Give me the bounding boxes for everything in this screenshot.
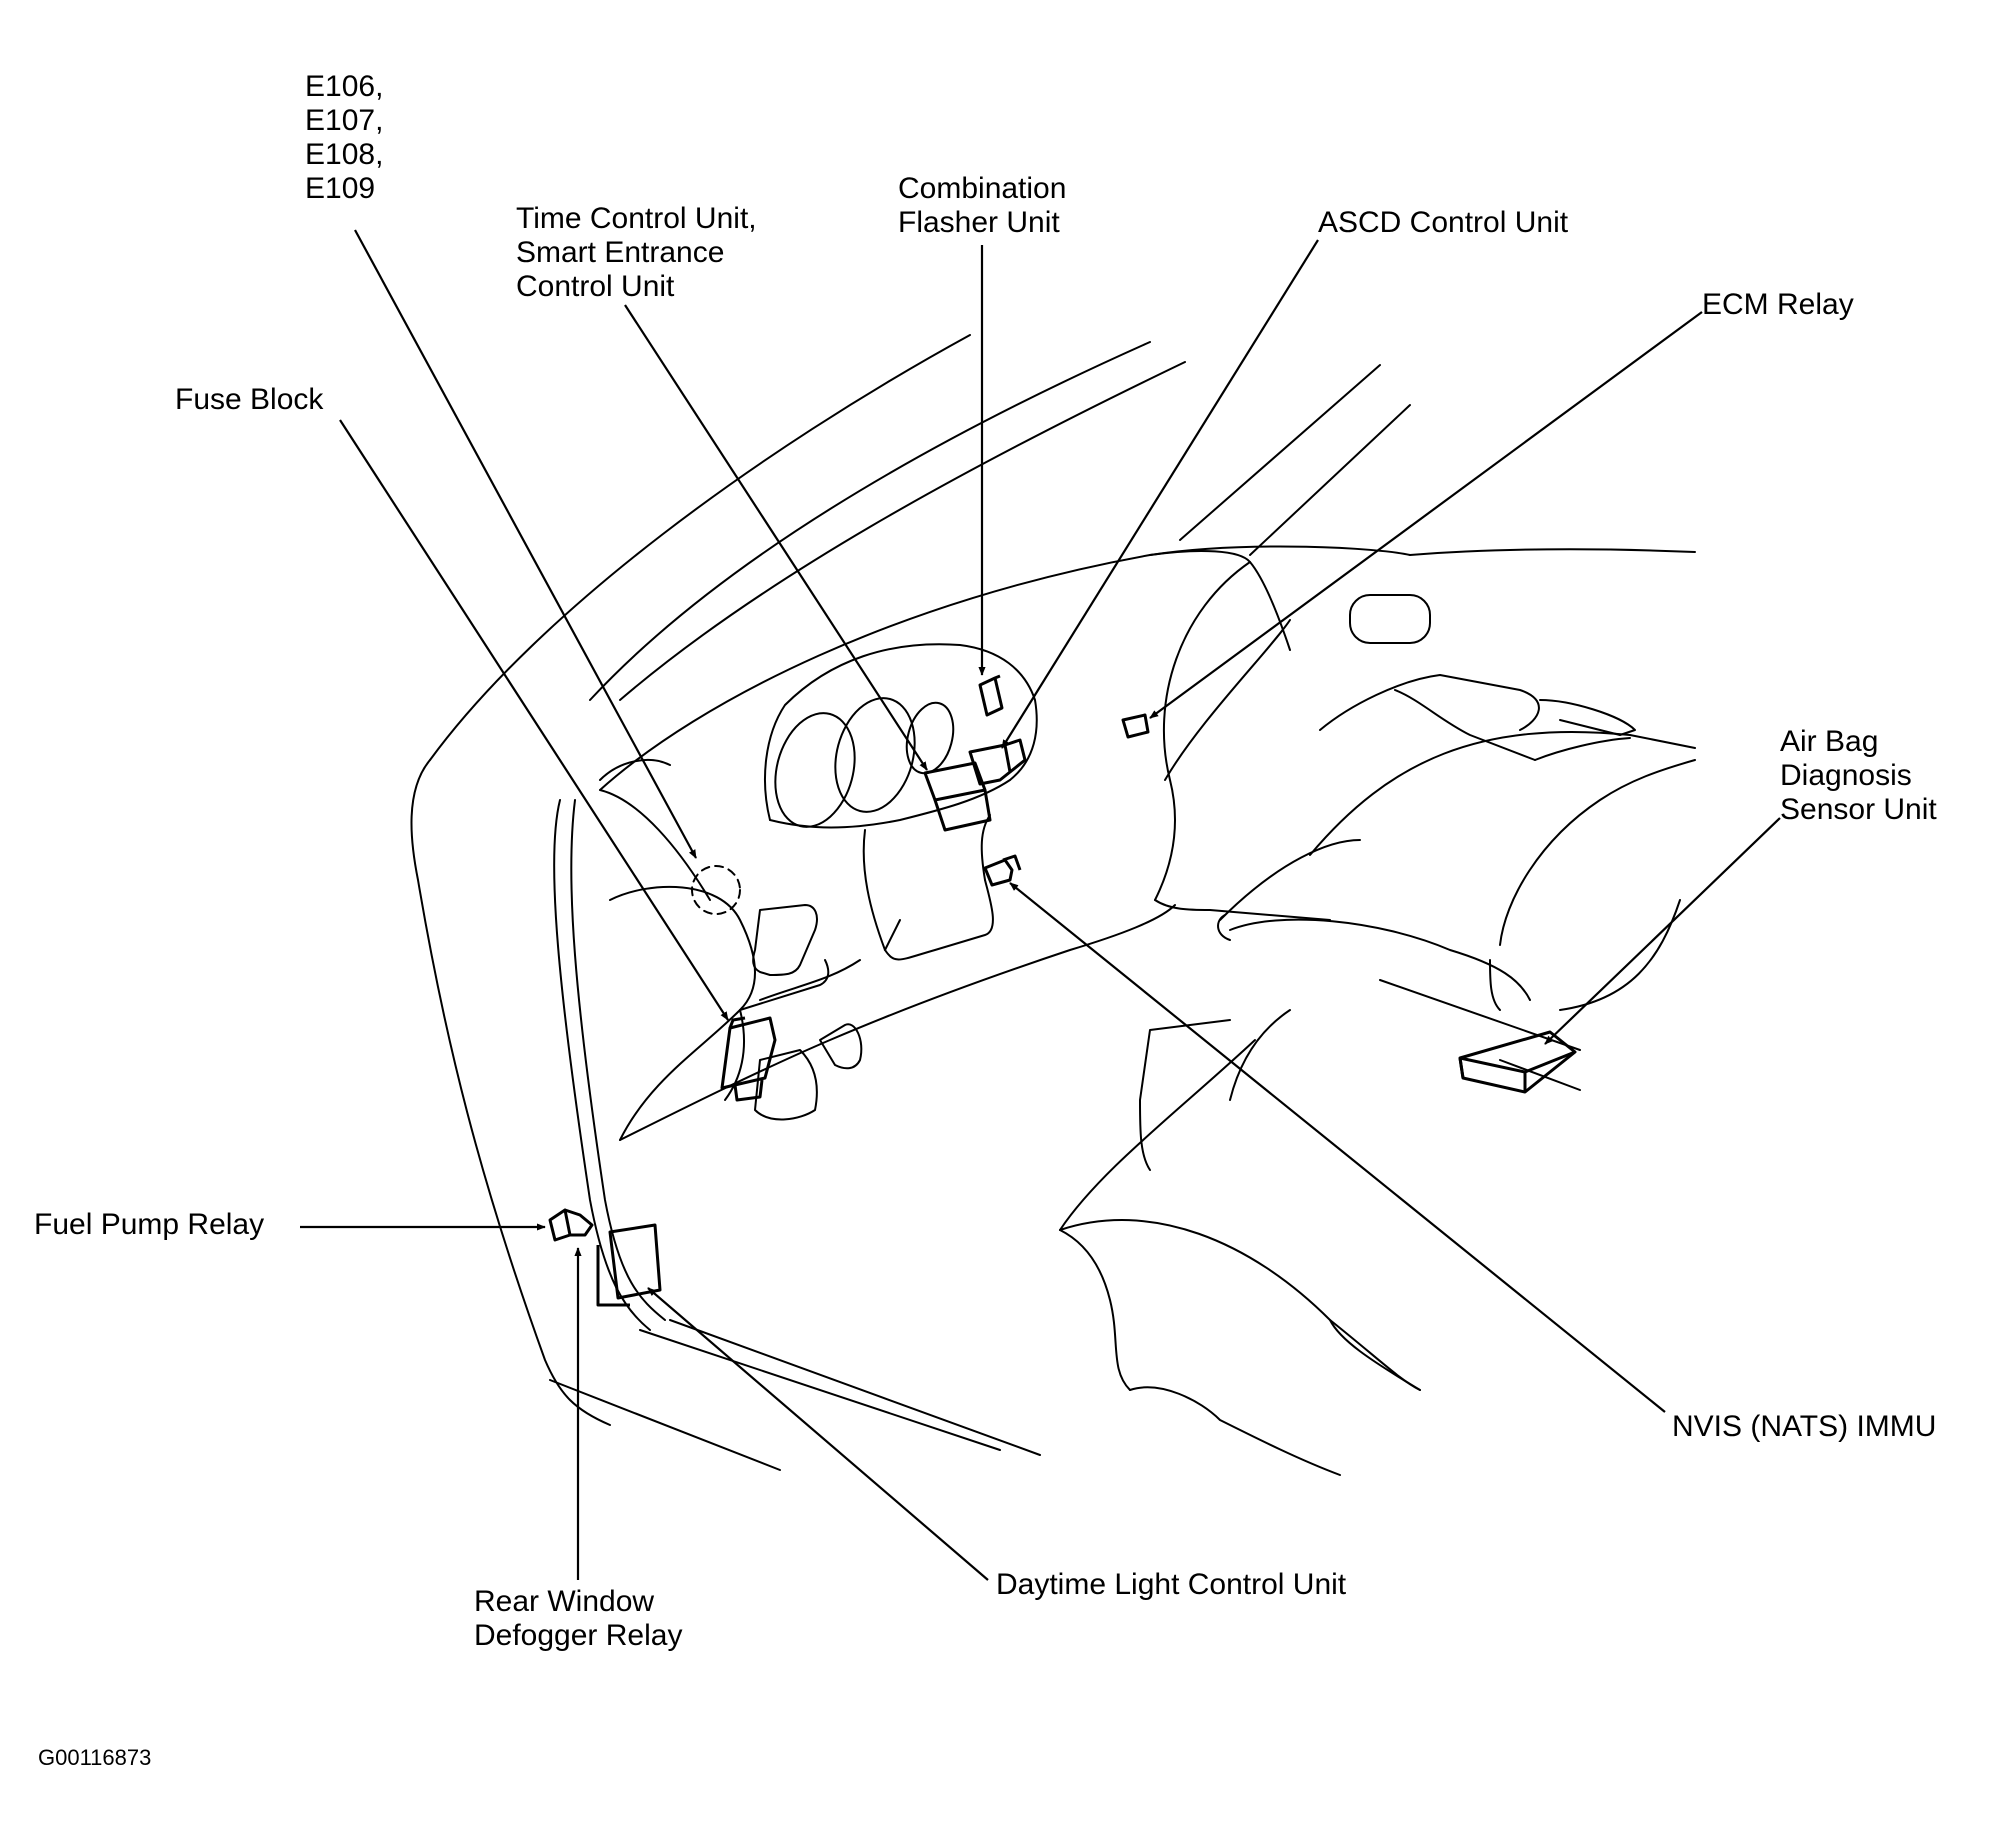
leader-fuse-block — [339, 419, 729, 1021]
ecm-relay-box — [1121, 713, 1150, 739]
label-e107: E107, — [305, 104, 384, 137]
leader-time-control — [624, 304, 928, 771]
label-e109: E109 — [305, 172, 376, 205]
leader-nvis — [1009, 882, 1666, 1413]
fuel-pump-relay-box — [548, 1208, 594, 1242]
label-line: Control Unit — [516, 270, 675, 303]
label-line: Diagnosis — [1780, 759, 1912, 792]
label-line: Defogger Relay — [474, 1619, 683, 1652]
windshield-outline — [429, 334, 1411, 761]
label-e106: E106, — [305, 70, 384, 103]
figure-id: G00116873 — [38, 1745, 152, 1770]
leader-ecm-relay — [1149, 311, 1703, 719]
label-line: Flasher Unit — [898, 206, 1060, 239]
ascd-unit-box — [968, 743, 1012, 786]
label-e-connectors: E106, E107, E108, E109 — [305, 70, 383, 206]
label-line: Rear Window — [474, 1585, 655, 1618]
center-console — [1059, 594, 1696, 1476]
nvis-immu-box — [983, 858, 1014, 887]
dashboard-outline — [599, 545, 1696, 1141]
lower-dash-details — [724, 904, 863, 1121]
label-time-control-unit: Time Control Unit, Smart Entrance Contro… — [516, 202, 757, 304]
label-rear-window-defogger-relay: Rear Window Defogger Relay — [474, 1585, 682, 1653]
label-ecm-relay: ECM Relay — [1702, 288, 1854, 321]
label-line: Smart Entrance — [516, 236, 725, 269]
leader-e-connectors — [354, 229, 697, 859]
rear-defogger-relay-box — [608, 1223, 662, 1300]
label-nvis-nats-immu: NVIS (NATS) IMMU — [1672, 1410, 1937, 1443]
label-line: Sensor Unit — [1780, 793, 1937, 826]
label-line: Time Control Unit, — [516, 202, 757, 235]
label-ascd-control-unit: ASCD Control Unit — [1318, 206, 1569, 239]
label-air-bag-diagnosis-sensor-unit: Air Bag Diagnosis Sensor Unit — [1780, 725, 1937, 827]
leader-ascd — [1001, 239, 1319, 749]
label-line: Combination — [898, 172, 1067, 205]
combination-flasher-box — [978, 674, 1004, 717]
leader-air-bag — [1544, 817, 1781, 1045]
label-fuse-block: Fuse Block — [175, 383, 324, 416]
connector-location-circle — [691, 865, 741, 915]
components — [548, 674, 1581, 1307]
instrument-cluster — [764, 643, 1038, 961]
label-e108: E108, — [305, 138, 384, 171]
label-line: Air Bag — [1780, 725, 1879, 758]
label-fuel-pump-relay: Fuel Pump Relay — [34, 1208, 265, 1241]
leader-lines — [300, 229, 1781, 1581]
label-combination-flasher-unit: Combination Flasher Unit — [898, 172, 1066, 240]
a-pillar-outline — [410, 759, 1041, 1471]
fuse-block-box — [720, 1016, 777, 1090]
leader-daytime-light — [647, 1287, 989, 1581]
label-daytime-light-control-unit: Daytime Light Control Unit — [996, 1568, 1347, 1601]
